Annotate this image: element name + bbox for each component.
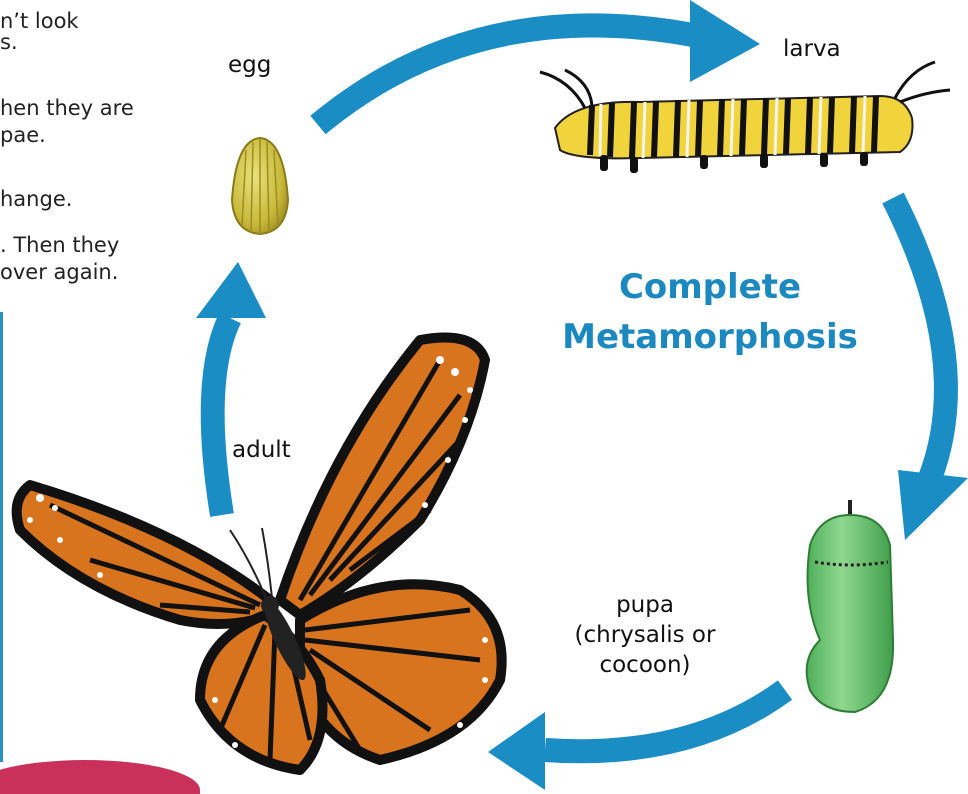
- egg-illustration: [232, 138, 288, 234]
- arrow-pupa-to-adult: [488, 690, 785, 790]
- egg-label: egg: [228, 52, 271, 78]
- diagram-title: Complete Metamorphosis: [520, 262, 900, 362]
- adult-butterfly-illustration: [17, 338, 502, 771]
- arrow-adult-to-egg: [196, 262, 266, 515]
- arrow-larva-to-pupa: [893, 198, 968, 540]
- pupa-label-line-2: (chrysalis or: [545, 620, 745, 650]
- larva-label: larva: [783, 36, 841, 62]
- pupa-label-line-3: cocoon): [545, 650, 745, 680]
- pupa-label-line-1: pupa: [545, 590, 745, 620]
- diagram-title-line-2: Metamorphosis: [520, 312, 900, 362]
- adult-label: adult: [232, 437, 291, 463]
- pupa-label: pupa (chrysalis or cocoon): [545, 590, 745, 680]
- pupa-illustration: [807, 500, 893, 712]
- diagram-title-line-1: Complete: [520, 262, 900, 312]
- larva-illustration: [540, 62, 950, 173]
